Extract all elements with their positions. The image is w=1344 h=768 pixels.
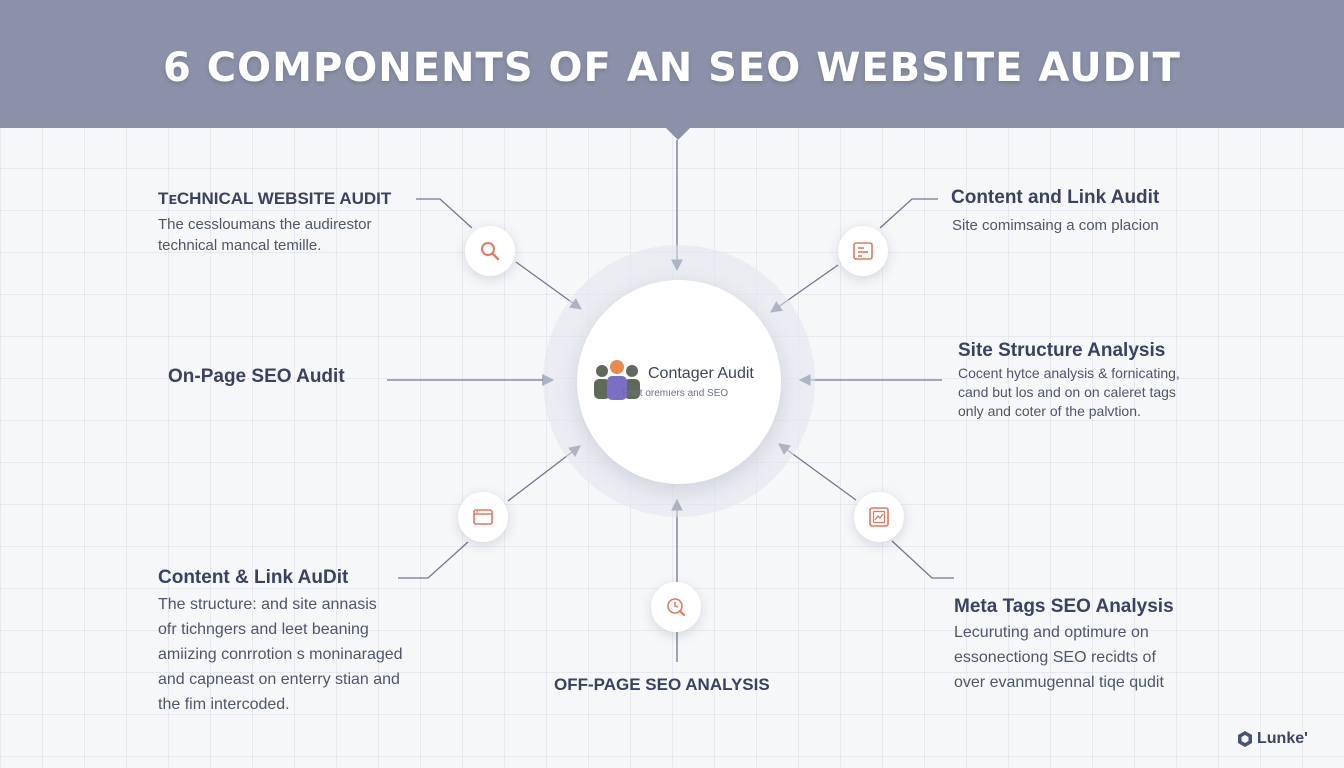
off-page-node[interactable]	[651, 582, 701, 632]
document-list-icon	[853, 242, 873, 260]
people-group-icon	[594, 360, 640, 400]
connector-content-link-2	[398, 541, 469, 579]
content-link-audit-title: Content and Link Audit	[951, 187, 1160, 208]
technical-audit-node[interactable]	[465, 226, 515, 276]
content-link-audit-2-desc-1: The structure: and site annasis	[158, 596, 377, 613]
content-link-audit-2-desc-3: amiizing conrrotion s moninaraged	[158, 646, 403, 663]
magnifier-icon	[481, 242, 500, 261]
on-page-audit-title: On-Page SEO Audit	[168, 366, 345, 387]
content-link-audit-2-desc-4: and capneast on enterry stian and	[158, 671, 400, 688]
content-link-audit-2-node[interactable]	[458, 492, 508, 542]
header-pointer	[665, 127, 691, 140]
hub-subtitle: Fraıt oremıers and SEO	[622, 388, 729, 399]
site-structure-title: Site Structure Analysis	[958, 340, 1166, 361]
brand-logo[interactable]: Lunke'	[1236, 730, 1308, 748]
site-structure-desc-3: only and coter of the palvtion.	[958, 403, 1141, 419]
header-banner: 6 COMPONENTS OF AN SEO WEBSITE AUDIT	[0, 0, 1344, 128]
cube-logo-icon	[1238, 731, 1252, 747]
content-link-audit-2-title: Content & Link AuDit	[158, 567, 349, 588]
connector-content-link	[879, 198, 938, 229]
content-link-audit-2-desc-2: ofr tichngers and leet beaning	[158, 621, 369, 638]
meta-tags-desc-2: essonectiong SEO recidts of	[954, 649, 1156, 666]
meta-tags-desc-1: Lecuruting and optimure on	[954, 624, 1149, 641]
meta-tags-title: Meta Tags SEO Analysis	[954, 596, 1174, 617]
site-structure-desc-2: cand but los and on on caleret tags	[958, 384, 1176, 400]
page-title: 6 COMPONENTS OF AN SEO WEBSITE AUDIT	[163, 45, 1181, 91]
off-page-title: OFF-PAGE SEO ANALYSIS	[554, 675, 770, 694]
meta-tags-node[interactable]	[854, 492, 904, 542]
technical-audit-desc-1: The cessloumans the audirestor	[158, 216, 372, 233]
connector-technical	[416, 198, 473, 229]
framed-chart-icon	[869, 507, 889, 527]
connector-meta	[891, 540, 954, 579]
meta-tags-desc-3: over evanmugennal tiqe qudit	[954, 674, 1164, 691]
technical-audit-desc-2: technical mancal temille.	[158, 237, 322, 254]
content-link-audit-node[interactable]	[838, 226, 888, 276]
content-link-audit-2-desc-5: the fim intercoded.	[158, 696, 290, 713]
content-link-audit-desc-1: Site comimsaing a com placion	[952, 217, 1159, 234]
brand-name: Lunke'	[1257, 730, 1308, 747]
technical-audit-title: TᴇCHNICAL WEBSITE AUDIT	[158, 189, 392, 208]
site-structure-desc-1: Cocent hytce analysis & fornicating,	[958, 365, 1180, 381]
clock-check-icon	[667, 598, 685, 616]
browser-window-icon	[473, 509, 493, 525]
hub-title: Contager Audit	[648, 365, 754, 382]
